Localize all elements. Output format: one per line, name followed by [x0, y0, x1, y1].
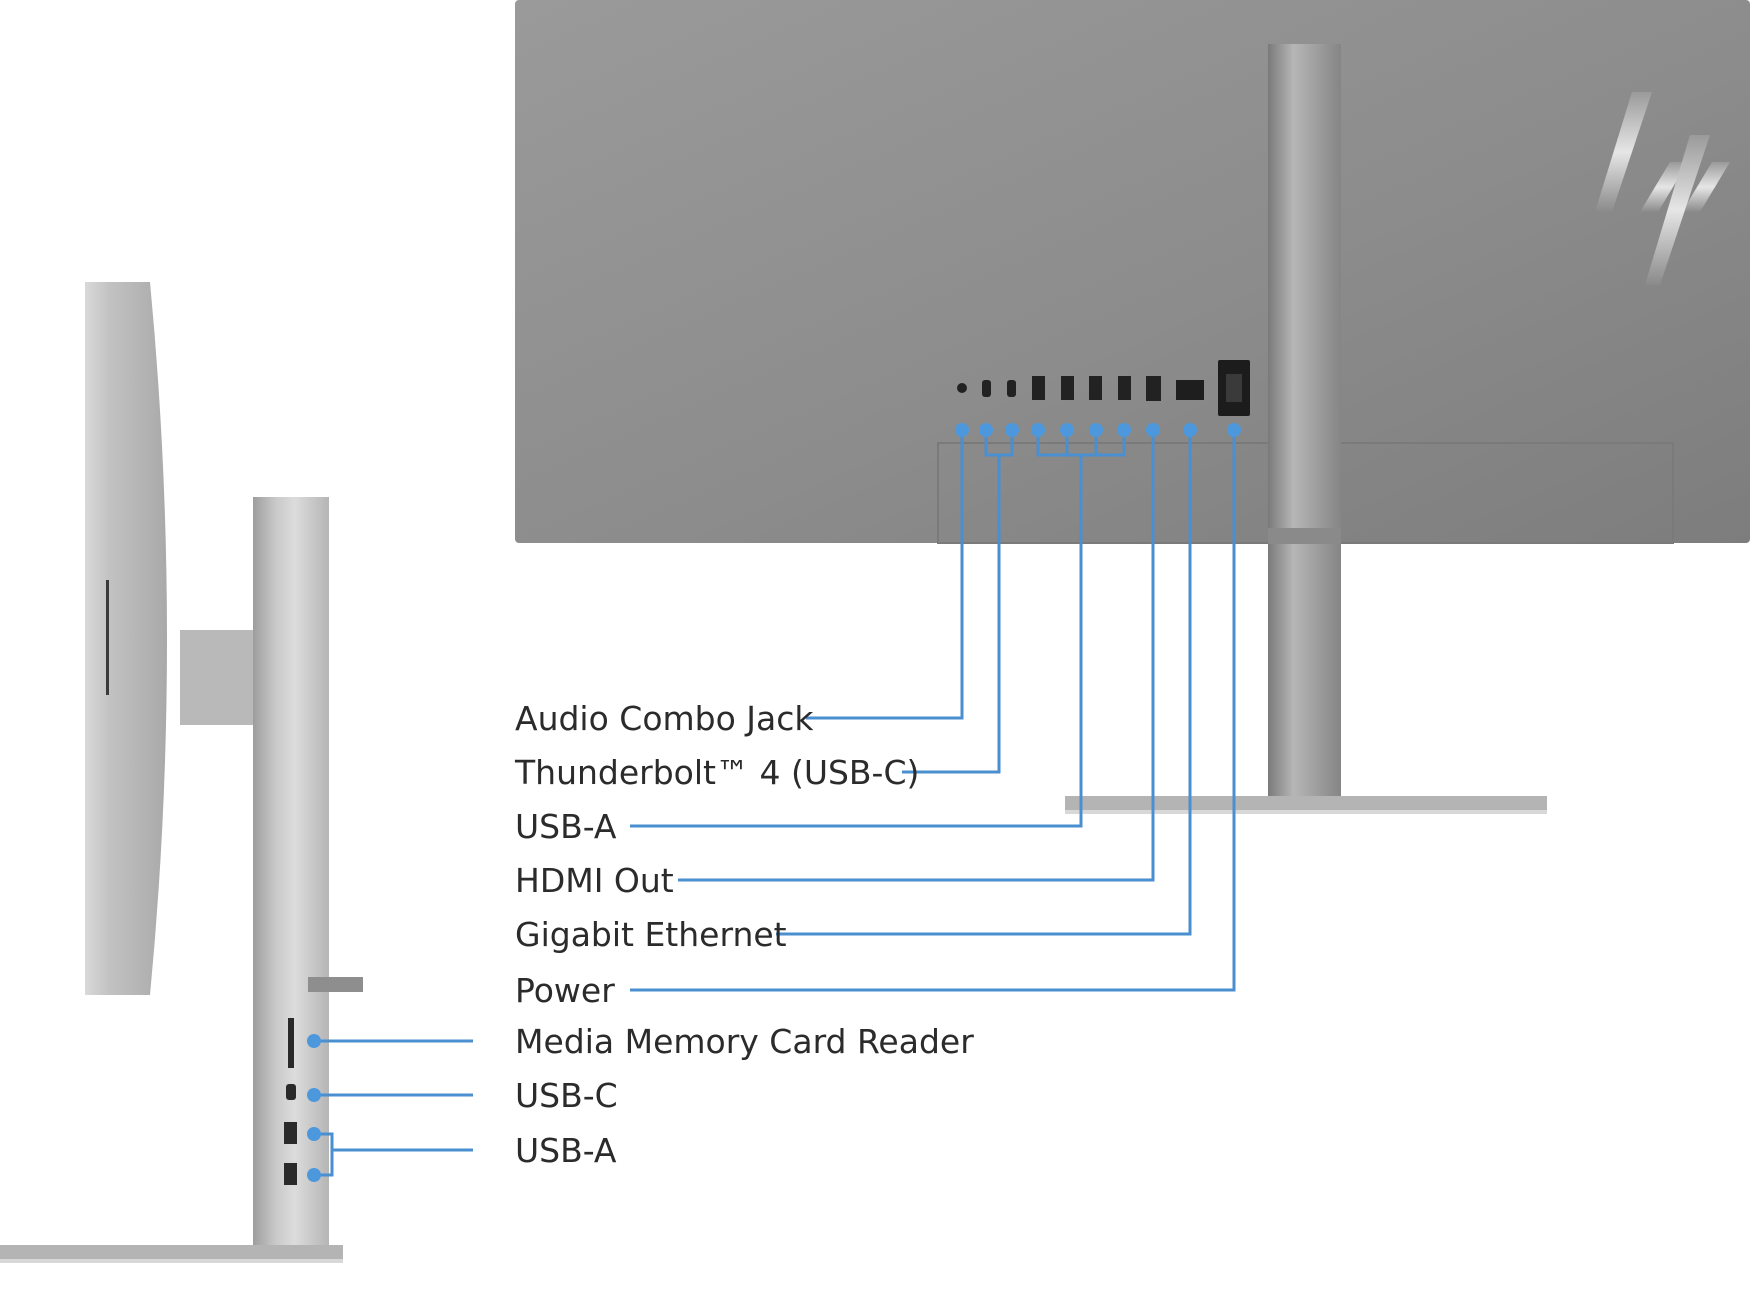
- thunderbolt-port-1: [982, 380, 991, 397]
- label-usb-a-side: USB-A: [515, 1131, 617, 1170]
- rear-view-monitor: [515, 0, 1750, 814]
- dot-hdmi: [1146, 423, 1160, 437]
- usb-a-port-3: [1089, 376, 1102, 400]
- dot-usb-a-4: [1117, 423, 1131, 437]
- dot-thunderbolt-2: [1005, 423, 1019, 437]
- hdmi-port: [1146, 376, 1161, 401]
- hp-logo-icon: [1595, 92, 1730, 285]
- label-usb-a-rear: USB-A: [515, 807, 617, 846]
- callout-line-power: [630, 430, 1236, 992]
- callout-line-hdmi: [678, 430, 1155, 882]
- label-hdmi-out: HDMI Out: [515, 861, 674, 900]
- dot-usb-a-2: [1060, 423, 1074, 437]
- dot-usb-a-1: [1031, 423, 1045, 437]
- callout-line-usb-a-rear: [630, 455, 1083, 828]
- usb-a-port-2: [1061, 376, 1074, 400]
- power-port-socket: [1226, 374, 1242, 402]
- side-screen-profile: [85, 282, 167, 995]
- rear-stand-pole: [1268, 44, 1341, 800]
- callout-line-thunderbolt: [902, 455, 1001, 774]
- side-stand-pole: [253, 497, 329, 1245]
- dot-usb-a-side-1: [307, 1127, 321, 1141]
- callout-lines: [314, 430, 1236, 1177]
- label-audio-combo-jack: Audio Combo Jack: [515, 699, 814, 738]
- side-screen-slot: [106, 580, 109, 695]
- side-hinge-arm: [180, 630, 260, 725]
- ethernet-port: [1176, 380, 1204, 400]
- dot-usb-a-side-2: [307, 1168, 321, 1182]
- label-power: Power: [515, 971, 615, 1010]
- rear-stand-pole-collar: [1268, 528, 1341, 544]
- dot-audio: [955, 423, 969, 437]
- side-usb-a-port-1: [284, 1122, 297, 1144]
- side-cable-clip: [308, 977, 363, 992]
- usb-a-port-4: [1118, 376, 1131, 400]
- dot-usb-c-side: [307, 1088, 321, 1102]
- rear-port-cluster: [957, 360, 1250, 416]
- callout-line-audio: [806, 430, 964, 720]
- dot-thunderbolt-1: [979, 423, 993, 437]
- dot-ethernet: [1183, 423, 1197, 437]
- dot-power: [1227, 423, 1241, 437]
- label-thunderbolt: Thunderbolt™ 4 (USB-C): [515, 753, 920, 792]
- dot-card-reader: [307, 1034, 321, 1048]
- callout-dots: [307, 423, 1241, 1182]
- label-usb-c-side: USB-C: [515, 1076, 618, 1115]
- thunderbolt-port-2: [1007, 380, 1016, 397]
- rear-stand-base-edge: [1065, 810, 1547, 814]
- side-stand-base-edge: [0, 1259, 343, 1263]
- callout-line-ethernet: [776, 430, 1192, 936]
- side-usb-a-port-2: [284, 1163, 297, 1185]
- side-stand-base: [0, 1245, 343, 1260]
- audio-jack-port: [957, 383, 967, 393]
- label-media-memory-card-reader: Media Memory Card Reader: [515, 1022, 974, 1061]
- rear-stand-base: [1065, 796, 1547, 812]
- side-card-reader-slot: [288, 1018, 294, 1068]
- label-gigabit-ethernet: Gigabit Ethernet: [515, 915, 787, 954]
- dot-usb-a-3: [1089, 423, 1103, 437]
- monitor-back-panel: [515, 0, 1750, 543]
- usb-a-port-1: [1032, 376, 1045, 400]
- side-view-monitor: [0, 282, 363, 1263]
- callout-line-usb-a-side-bracket: [314, 1132, 334, 1177]
- side-usb-c-port: [286, 1084, 296, 1100]
